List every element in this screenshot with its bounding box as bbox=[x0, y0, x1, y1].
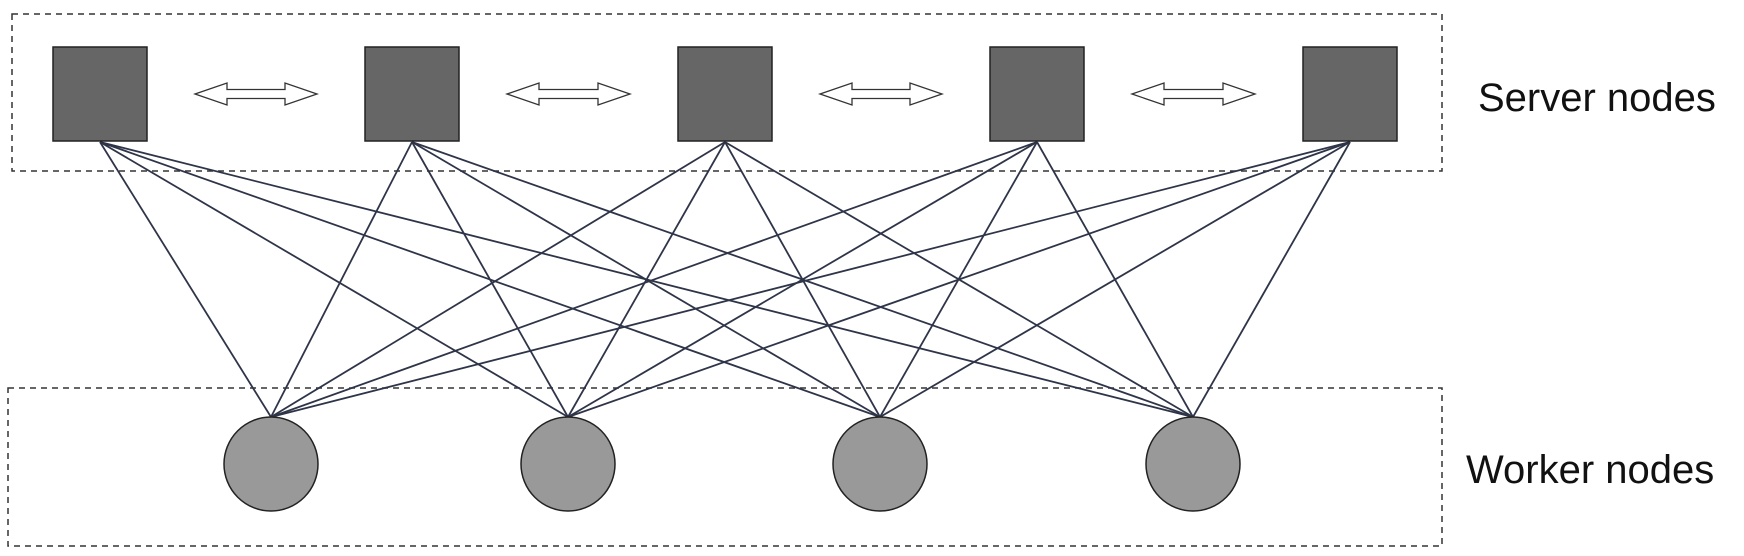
worker-node-1 bbox=[223, 416, 319, 512]
edge-server-4-worker-1 bbox=[270, 141, 1038, 418]
edge-server-1-worker-2 bbox=[99, 141, 569, 418]
worker-nodes bbox=[223, 416, 1241, 512]
server-node-2 bbox=[364, 46, 460, 142]
bidirectional-arrow-3-4 bbox=[818, 82, 944, 106]
edge-server-3-worker-2 bbox=[567, 141, 726, 418]
server-node-1 bbox=[52, 46, 148, 142]
edge-server-1-worker-1 bbox=[99, 141, 272, 418]
bidirectional-arrow-4-5 bbox=[1130, 82, 1257, 106]
edge-server-5-worker-2 bbox=[567, 141, 1351, 418]
server-node-5 bbox=[1302, 46, 1398, 142]
server-worker-edges bbox=[99, 141, 1351, 418]
edge-server-5-worker-1 bbox=[270, 141, 1351, 418]
edge-server-5-worker-4 bbox=[1192, 141, 1351, 418]
server-sync-arrows bbox=[193, 82, 1257, 106]
worker-nodes-label: Worker nodes bbox=[1466, 448, 1715, 492]
worker-node-2 bbox=[520, 416, 616, 512]
edge-server-4-worker-2 bbox=[567, 141, 1038, 418]
edge-server-2-worker-2 bbox=[411, 141, 569, 418]
server-nodes-label: Server nodes bbox=[1478, 76, 1716, 120]
server-group-box bbox=[11, 13, 1443, 172]
server-node-3 bbox=[677, 46, 773, 142]
server-node-4 bbox=[989, 46, 1085, 142]
worker-node-4 bbox=[1145, 416, 1241, 512]
edge-server-2-worker-1 bbox=[270, 141, 413, 418]
worker-node-3 bbox=[832, 416, 928, 512]
edge-server-3-worker-1 bbox=[270, 141, 726, 418]
bidirectional-arrow-2-3 bbox=[505, 82, 632, 106]
edge-server-5-worker-3 bbox=[879, 141, 1351, 418]
server-nodes bbox=[52, 46, 1398, 142]
worker-group-box bbox=[7, 387, 1443, 547]
bidirectional-arrow-1-2 bbox=[193, 82, 319, 106]
